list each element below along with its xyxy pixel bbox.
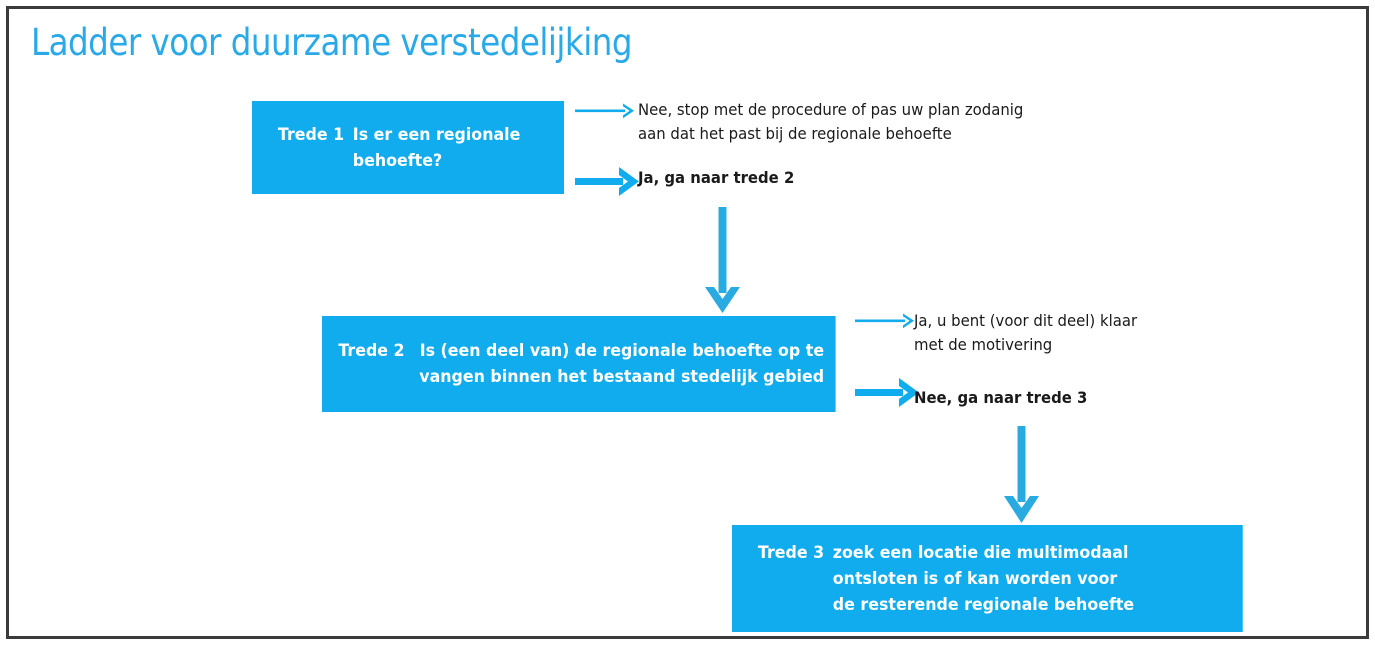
step-text-line: vangen binnen het bestaand stedelijk geb… [419, 367, 825, 386]
arrow-down-icon [701, 207, 745, 317]
step-text-line: ontsloten is of kan worden voor [832, 568, 1118, 588]
step-text-trede-2: Is (een deel van) de regionale behoefte … [413, 338, 824, 390]
step-box-trede-1[interactable]: Trede 1 Is er een regionale behoefte? [252, 101, 564, 194]
step-box-trede-2-content: Trede 2 Is (een deel van) de regionale b… [338, 338, 824, 390]
outcome-text-trede-2-yes: Ja, u bent (voor dit deel) klaar met de … [914, 309, 1137, 357]
outcome-text-line: Nee, ga naar trede 3 [914, 388, 1088, 407]
outcome-text-line: met de motivering [914, 335, 1053, 354]
step-box-trede-2[interactable]: Trede 2 Is (een deel van) de regionale b… [322, 316, 836, 412]
step-text-trede-1: Is er een regionale behoefte? [353, 122, 555, 174]
page-frame: Ladder voor duurzame verstedelijking Tre… [6, 6, 1369, 639]
arrow-down-icon [1000, 426, 1044, 538]
outcome-text-trede-2-no: Nee, ga naar trede 3 [914, 386, 1087, 410]
outcome-text-line: aan dat het past bij de regionale behoef… [638, 124, 952, 143]
step-text-line: de resterende regionale behoefte [832, 594, 1135, 614]
step-text-trede-3: zoek een locatie die multimodaal ontslot… [833, 540, 1231, 618]
outcome-text-line: Nee, stop met de procedure of pas uw pla… [638, 100, 1024, 119]
step-text-line: zoek een locatie die multimodaal [832, 542, 1129, 562]
step-box-trede-3-content: Trede 3 zoek een locatie die multimodaal… [758, 540, 1231, 618]
page-title: Ladder voor duurzame verstedelijking [31, 21, 633, 64]
step-label-trede-2: Trede 2 [338, 341, 405, 360]
step-box-trede-1-content: Trede 1 Is er een regionale behoefte? [278, 122, 554, 174]
step-text-line: Is er een regionale [352, 124, 521, 144]
step-label-trede-1: Trede 1 [277, 124, 345, 144]
step-text-line: behoefte? [352, 150, 443, 170]
outcome-text-line: Ja, ga naar trede 2 [638, 168, 795, 187]
outcome-text-trede-1-yes: Ja, ga naar trede 2 [638, 166, 794, 190]
step-box-trede-3[interactable]: Trede 3 zoek een locatie die multimodaal… [732, 525, 1243, 632]
step-label-trede-3: Trede 3 [757, 542, 825, 562]
arrow-right-thick-icon [855, 377, 921, 411]
arrow-right-thick-icon [575, 166, 641, 200]
arrow-right-thin-icon [575, 101, 637, 123]
outcome-text-line: Ja, u bent (voor dit deel) klaar [914, 311, 1138, 330]
step-text-line: Is (een deel van) de regionale behoefte … [419, 341, 825, 360]
arrow-right-thin-icon [855, 311, 917, 333]
outcome-text-trede-1-no: Nee, stop met de procedure of pas uw pla… [638, 98, 1023, 146]
